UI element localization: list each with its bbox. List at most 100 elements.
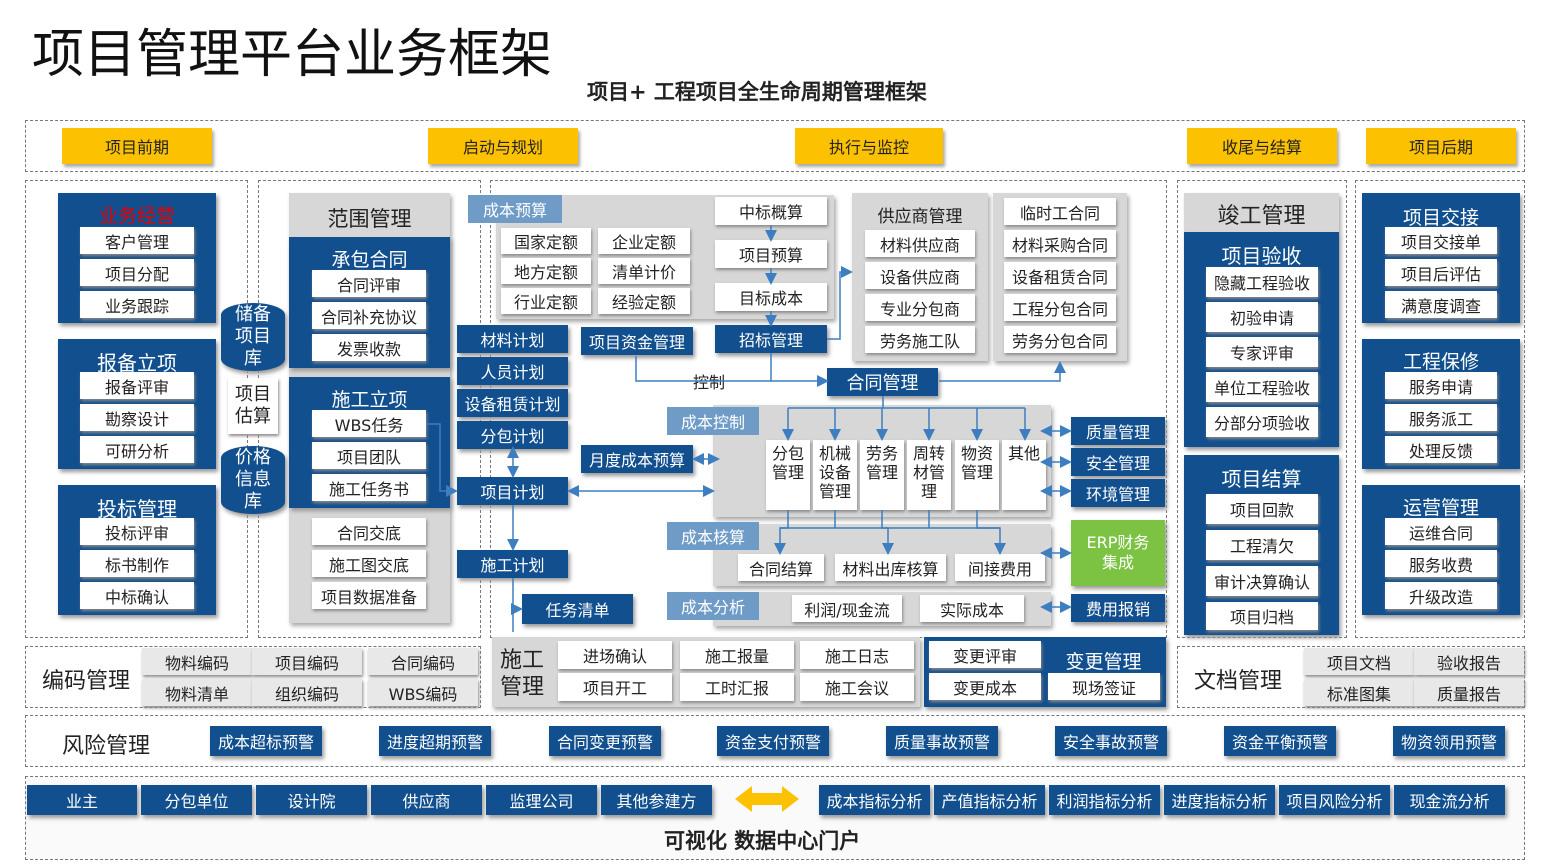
party-item: 供应商 <box>371 785 482 815</box>
bid-title: 投标管理 <box>97 497 177 521</box>
coding-item: 物料编码 <box>142 648 252 675</box>
reserve-repo-cylinder: 储备项目库 <box>221 303 285 371</box>
docs-title: 文档管理 <box>1194 669 1283 694</box>
price-lib-label: 价格信息库 <box>235 447 271 512</box>
cost-control-item: 劳务 管理 <box>860 440 904 510</box>
cost-account-item: 合同结算 <box>738 554 824 581</box>
contracts-item: 设备租赁合同 <box>1004 262 1116 289</box>
settle-item: 工程清欠 <box>1206 530 1318 560</box>
portal-title: 可视化 数据中心门户 <box>664 829 861 853</box>
change-review: 变更评审 <box>929 641 1041 668</box>
cost-control-item: 其他 <box>1002 440 1046 510</box>
page-subtitle: 项目+ 工程项目全生命周期管理框架 <box>587 80 927 104</box>
ops-item: 运维合同 <box>1385 518 1497 545</box>
cost-control-item: 机械 设备 管理 <box>813 440 857 510</box>
analysis-item: 进度指标分析 <box>1164 785 1275 815</box>
plan-construction: 施工计划 <box>457 550 568 578</box>
cost-account-label: 成本核算 <box>667 522 759 550</box>
bid-item: 中标确认 <box>80 582 194 609</box>
construction-item: 施工会议 <box>800 673 914 701</box>
party-item: 业主 <box>27 785 137 815</box>
warranty-item: 处理反馈 <box>1385 436 1497 463</box>
price-lib-cylinder: 价格信息库 <box>221 446 285 514</box>
scope-title: 范围管理 <box>327 207 412 231</box>
scope-gray-item: 施工图交底 <box>312 550 426 577</box>
contract-title: 承包合同 <box>331 249 408 271</box>
quota-item: 经验定额 <box>598 288 690 314</box>
coding-item: WBS编码 <box>368 679 478 706</box>
accept-item: 专家评审 <box>1206 337 1318 367</box>
plan-subcontract: 分包计划 <box>457 421 568 449</box>
phase-start: 启动与规划 <box>428 128 578 164</box>
monthly-budget: 月度成本预算 <box>581 445 693 473</box>
analysis-item: 产值指标分析 <box>934 785 1045 815</box>
ops-title: 运营管理 <box>1402 497 1479 519</box>
settle-title: 项目结算 <box>1221 467 1302 491</box>
settle-item: 项目回款 <box>1206 494 1318 524</box>
analysis-item: 现金流分析 <box>1394 785 1505 815</box>
docs-item: 验收报告 <box>1414 648 1524 675</box>
budget-flow-item: 项目预算 <box>715 240 827 268</box>
cost-control-item: 周转 材管 理 <box>907 440 951 510</box>
bid-item: 投标评审 <box>80 518 194 545</box>
quota-item: 地方定额 <box>501 258 591 284</box>
contracts-item: 材料采购合同 <box>1004 230 1116 257</box>
construction-title: 施工管理 <box>500 648 545 700</box>
party-item: 分包单位 <box>141 785 252 815</box>
handover-item: 项目后评估 <box>1385 259 1497 286</box>
docs-item: 标准图集 <box>1304 679 1414 706</box>
construct-item: 项目团队 <box>312 442 426 469</box>
risk-item: 资金平衡预警 <box>1224 726 1336 756</box>
phase-pre: 项目前期 <box>62 128 212 164</box>
handover-item: 项目交接单 <box>1385 227 1497 254</box>
erp-integration: ERP财务 集成 <box>1071 520 1165 586</box>
completion-title: 竣工管理 <box>1217 204 1306 229</box>
coding-item: 项目编码 <box>252 648 362 675</box>
safety-mgmt: 安全管理 <box>1071 448 1165 476</box>
construction-item: 施工日志 <box>800 641 914 669</box>
report-title: 报备立项 <box>97 351 177 375</box>
construct-item: WBS任务 <box>312 410 426 437</box>
supplier-item: 专业分包商 <box>865 294 975 321</box>
cost-control-item: 物资 管理 <box>955 440 999 510</box>
settle-item: 审计决算确认 <box>1206 566 1318 596</box>
handover-title: 项目交接 <box>1402 207 1479 229</box>
contract-mgmt: 合同管理 <box>827 368 938 396</box>
change-title: 变更管理 <box>1065 651 1142 673</box>
supplier-item: 劳务施工队 <box>865 326 975 353</box>
analysis-item: 利润指标分析 <box>1049 785 1160 815</box>
cost-analysis-item: 实际成本 <box>920 595 1024 622</box>
plan-personnel: 人员计划 <box>457 357 568 385</box>
scope-gray-item: 项目数据准备 <box>312 582 426 609</box>
coding-item: 合同编码 <box>368 648 478 675</box>
cost-analysis-item: 利润/现金流 <box>792 595 902 622</box>
plan-equipment: 设备租赁计划 <box>457 389 568 417</box>
plan-material: 材料计划 <box>457 325 568 353</box>
ops-item: 服务收费 <box>1385 550 1497 577</box>
analysis-item: 项目风险分析 <box>1279 785 1390 815</box>
cost-control-item: 分包 管理 <box>766 440 810 510</box>
reserve-repo-label: 储备项目库 <box>235 304 271 369</box>
phase-close: 收尾与结算 <box>1187 128 1337 164</box>
construction-item: 工时汇报 <box>680 673 794 701</box>
warranty-item: 服务申请 <box>1385 372 1497 399</box>
party-item: 其他参建方 <box>601 785 712 815</box>
coding-item: 物料清单 <box>142 679 252 706</box>
cost-control-label: 成本控制 <box>667 407 759 435</box>
phase-exec: 执行与监控 <box>795 128 943 164</box>
budget-label: 成本预算 <box>468 195 562 223</box>
risk-item: 资金支付预警 <box>717 726 829 756</box>
risk-title: 风险管理 <box>62 734 151 759</box>
biz-item: 业务跟踪 <box>80 291 194 318</box>
budget-flow-item: 中标概算 <box>715 197 827 225</box>
risk-item: 安全事故预警 <box>1055 726 1167 756</box>
quota-item: 行业定额 <box>501 288 591 314</box>
biz-item: 项目分配 <box>80 259 194 286</box>
party-item: 设计院 <box>256 785 367 815</box>
biz-title: 业务经营 <box>98 205 175 227</box>
coding-item: 组织编码 <box>252 679 362 706</box>
accept-item: 隐藏工程验收 <box>1206 267 1318 297</box>
construct-title: 施工立项 <box>331 389 408 411</box>
coding-title: 编码管理 <box>42 669 131 694</box>
fund-mgmt: 项目资金管理 <box>581 327 693 355</box>
